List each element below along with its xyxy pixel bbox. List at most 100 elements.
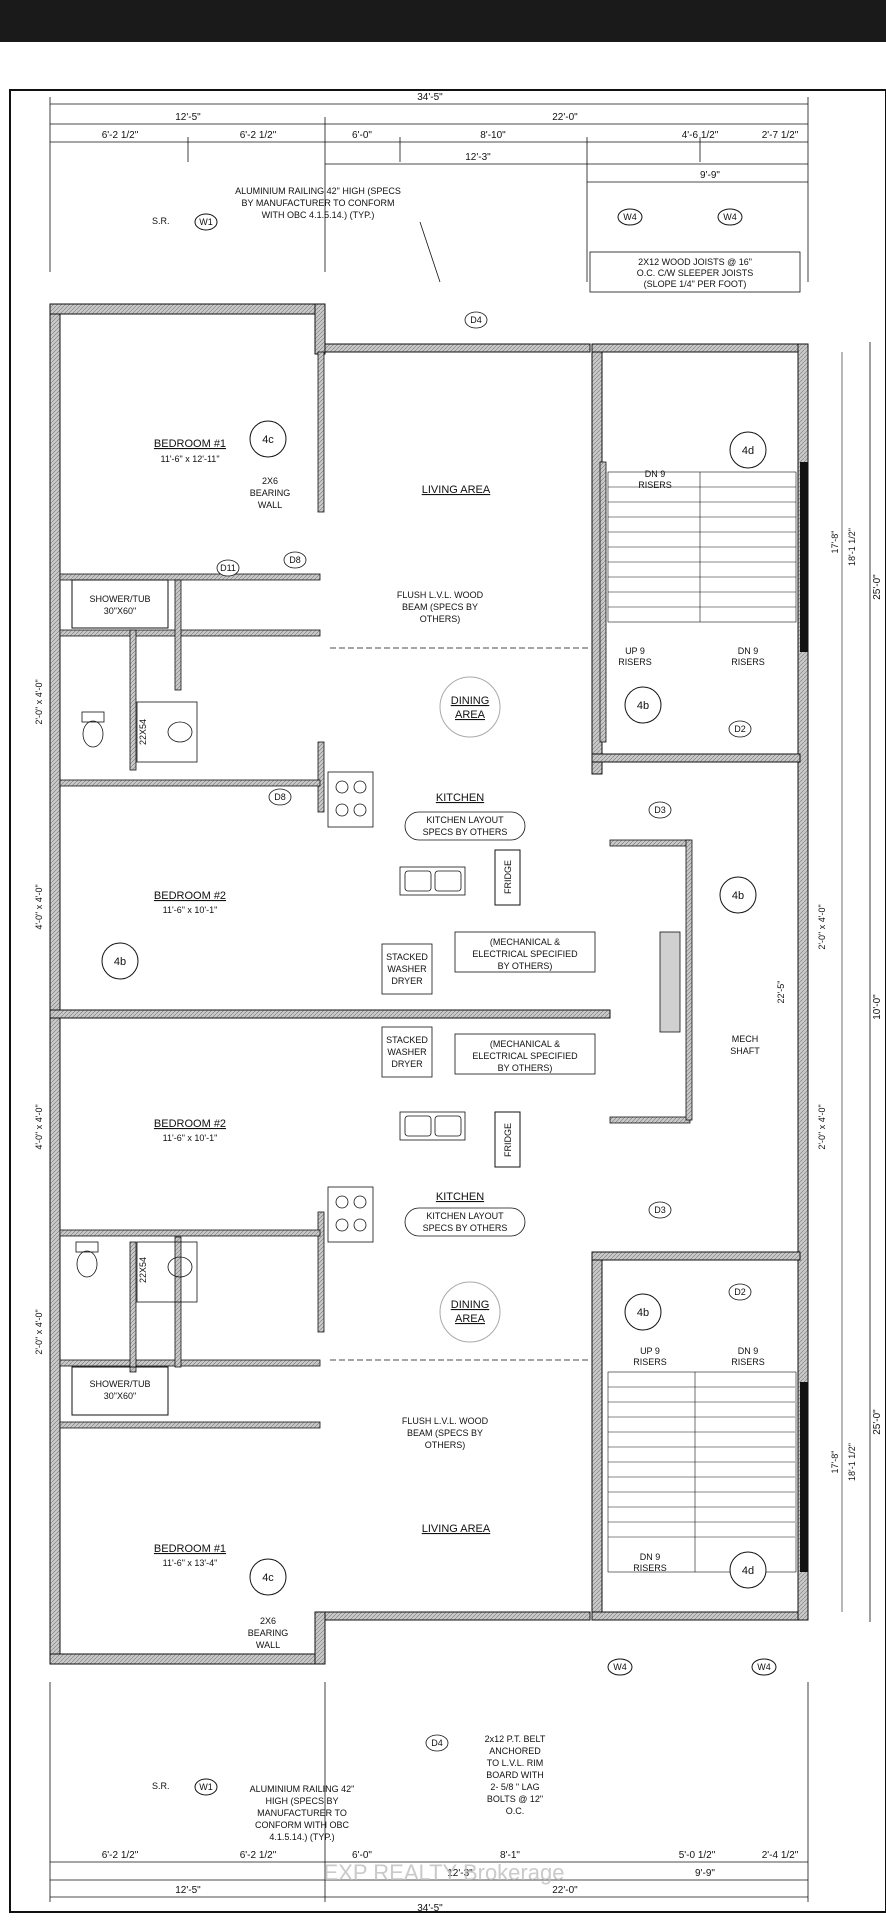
washer-top: STACKED WASHER DRYER — [381, 943, 433, 995]
svg-text:HIGH (SPECS BY: HIGH (SPECS BY — [265, 1796, 338, 1806]
section-callouts — [101, 420, 767, 1596]
callout-4c-bottom: 4c — [262, 1572, 274, 1584]
svg-text:30"X60": 30"X60" — [104, 606, 136, 616]
svg-text:4'-0" x 4'-0": 4'-0" x 4'-0" — [34, 1104, 44, 1149]
svg-text:FRIDGE: FRIDGE — [503, 1123, 513, 1157]
svg-text:FRIDGE: FRIDGE — [503, 860, 513, 894]
dim-row-bottom-0: 6'-2 1/2" — [102, 1850, 139, 1861]
beam-note-bottom: FLUSH L.V.L. WOOD BEAM (SPECS BY OTHERS) — [330, 1359, 590, 1450]
svg-text:2X12 WOOD JOISTS @ 16": 2X12 WOOD JOISTS @ 16" — [638, 257, 752, 267]
callout-4b-stair-bottom: 4b — [637, 1307, 649, 1319]
floor-plan-sheet: 34'-5" 12'-5" 22'-0" 6'-2 1/2" 6'-2 1/2"… — [0, 42, 886, 1920]
range-top — [327, 771, 374, 828]
dim-row-top-5: 2'-7 1/2" — [762, 130, 799, 141]
room-bedroom2-bottom-size: 11'-6" x 10'-1" — [163, 1133, 218, 1143]
svg-text:30"X60": 30"X60" — [104, 1391, 136, 1401]
top-dimensions — [49, 97, 809, 282]
bearing-wall-note-top: 2X6 BEARING WALL — [250, 476, 291, 510]
svg-text:SPECS BY OTHERS: SPECS BY OTHERS — [423, 1223, 508, 1233]
room-living-top: LIVING AREA — [422, 484, 491, 496]
room-bedroom2-top-size: 11'-6" x 10'-1" — [163, 905, 218, 915]
svg-text:DRYER: DRYER — [391, 1059, 423, 1069]
dim-row-bottom-1: 6'-2 1/2" — [240, 1850, 277, 1861]
svg-text:4.1.5.14.) (TYP.): 4.1.5.14.) (TYP.) — [269, 1832, 334, 1842]
risers-up-top-b: RISERS — [618, 657, 652, 667]
door-tag-d3-top: D3 — [654, 805, 666, 815]
dim-row-bottom-2: 6'-0" — [352, 1850, 372, 1861]
risers-dn-top-b: RISERS — [638, 480, 672, 490]
dim-right-bottom: 22'-0" — [552, 1885, 578, 1896]
door-tag-d2-bottom: D2 — [734, 1287, 746, 1297]
dim-row-bottom-4: 5'-0 1/2" — [679, 1850, 716, 1861]
risers-up-top-a: UP 9 — [625, 646, 645, 656]
svg-text:WITH OBC 4.1.5.14.) (TYP.): WITH OBC 4.1.5.14.) (TYP.) — [262, 210, 375, 220]
stair-top — [607, 471, 797, 623]
svg-text:2'-0" x 4'-0": 2'-0" x 4'-0" — [34, 1309, 44, 1354]
right-inner-dims: 17'-8" 18'-1 1/2" 22'-5" 17'-8" 18'-1 1/… — [776, 352, 857, 1612]
railing-note-top: ALUMINIUM RAILING 42" HIGH (SPECS BY MAN… — [235, 186, 441, 283]
dim-left-top: 12'-5" — [175, 112, 201, 123]
svg-text:W4: W4 — [723, 212, 737, 222]
room-dining-top-b: AREA — [455, 709, 486, 721]
mech-shaft-note: MECH SHAFT — [730, 1034, 760, 1056]
svg-text:WASHER: WASHER — [387, 964, 427, 974]
sheet-border — [9, 89, 886, 1913]
svg-text:17'-8": 17'-8" — [830, 531, 840, 554]
svg-text:MECH: MECH — [732, 1034, 759, 1044]
sr-tag-bottom: S.R. — [152, 1781, 170, 1791]
risers-dn-bot2-b: RISERS — [633, 1563, 667, 1573]
room-bedroom1-top: BEDROOM #1 — [154, 438, 226, 450]
toilet-bottom — [75, 1241, 99, 1278]
top-bar — [0, 0, 886, 42]
stair-bottom — [607, 1371, 797, 1573]
belt-note-bottom: 2x12 P.T. BELT ANCHORED TO L.V.L. RIM BO… — [485, 1734, 546, 1816]
svg-text:25'-0": 25'-0" — [872, 1409, 883, 1435]
interior-partitions — [59, 351, 693, 1429]
svg-text:WASHER: WASHER — [387, 1047, 427, 1057]
dim-row-bottom-5: 2'-4 1/2" — [762, 1850, 799, 1861]
dim-mid-top: 12'-3" — [465, 152, 491, 163]
risers-dn-bot2-a: DN 9 — [640, 1552, 661, 1562]
svg-text:ELECTRICAL SPECIFIED: ELECTRICAL SPECIFIED — [472, 1051, 578, 1061]
shower-top: SHOWER/TUB 30"X60" — [71, 579, 169, 629]
svg-text:ELECTRICAL SPECIFIED: ELECTRICAL SPECIFIED — [472, 949, 578, 959]
shower-bottom: SHOWER/TUB 30"X60" — [71, 1366, 169, 1416]
risers-up-bot-b: RISERS — [633, 1357, 667, 1367]
bearing-wall-note-bottom: 2X6 BEARING WALL — [248, 1616, 289, 1650]
svg-text:WALL: WALL — [258, 500, 282, 510]
kitchen-layout-note-bottom: KITCHEN LAYOUT SPECS BY OTHERS — [404, 1207, 526, 1237]
room-kitchen-top: KITCHEN — [436, 792, 484, 804]
svg-text:O.C. C/W SLEEPER JOISTS: O.C. C/W SLEEPER JOISTS — [637, 268, 754, 278]
svg-text:STACKED: STACKED — [386, 1035, 428, 1045]
svg-text:BY OTHERS): BY OTHERS) — [498, 961, 553, 971]
dim-row-top-1: 6'-2 1/2" — [240, 130, 277, 141]
room-bedroom2-bottom: BEDROOM #2 — [154, 1118, 226, 1130]
svg-text:OTHERS): OTHERS) — [425, 1440, 466, 1450]
room-kitchen-bottom: KITCHEN — [436, 1191, 484, 1203]
svg-text:4'-0" x 4'-0": 4'-0" x 4'-0" — [34, 884, 44, 929]
watermark: EXP REALTY Brokerage — [324, 1860, 565, 1885]
door-tag-d8-top: D8 — [289, 555, 301, 565]
vanity-top: 22X54 — [136, 701, 198, 763]
svg-text:KITCHEN LAYOUT: KITCHEN LAYOUT — [426, 815, 504, 825]
floor-plan-drawing: 34'-5" 12'-5" 22'-0" 6'-2 1/2" 6'-2 1/2"… — [9, 89, 886, 1914]
callout-4b-mech: 4b — [732, 890, 744, 902]
svg-text:22X54: 22X54 — [138, 719, 148, 745]
fridge-top: FRIDGE — [494, 849, 521, 906]
dim-mid-bottom: 12'-3" — [447, 1868, 473, 1879]
window-tag-w1-bottom: W1 — [194, 1778, 218, 1796]
svg-text:SPECS BY OTHERS: SPECS BY OTHERS — [423, 827, 508, 837]
svg-text:W4: W4 — [613, 1662, 627, 1672]
dim-right-sub-top: 9'-9" — [700, 170, 720, 181]
right-outer-dims: 25'-0" 10'-0" 25'-0" — [869, 342, 883, 1622]
washer-bottom: STACKED WASHER DRYER — [381, 1026, 433, 1078]
dining-table-top — [439, 676, 501, 738]
exterior-walls — [49, 303, 809, 1665]
dim-right-sub-bottom: 9'-9" — [695, 1868, 715, 1879]
joist-note-top: 2X12 WOOD JOISTS @ 16" O.C. C/W SLEEPER … — [589, 251, 801, 293]
svg-text:2'-0" x 4'-0": 2'-0" x 4'-0" — [34, 679, 44, 724]
risers-up-bot-a: UP 9 — [640, 1346, 660, 1356]
mech-note-top: (MECHANICAL & ELECTRICAL SPECIFIED BY OT… — [454, 931, 596, 973]
callout-4d-bottom: 4d — [742, 1565, 754, 1577]
svg-text:BEAM (SPECS BY: BEAM (SPECS BY — [407, 1428, 483, 1438]
